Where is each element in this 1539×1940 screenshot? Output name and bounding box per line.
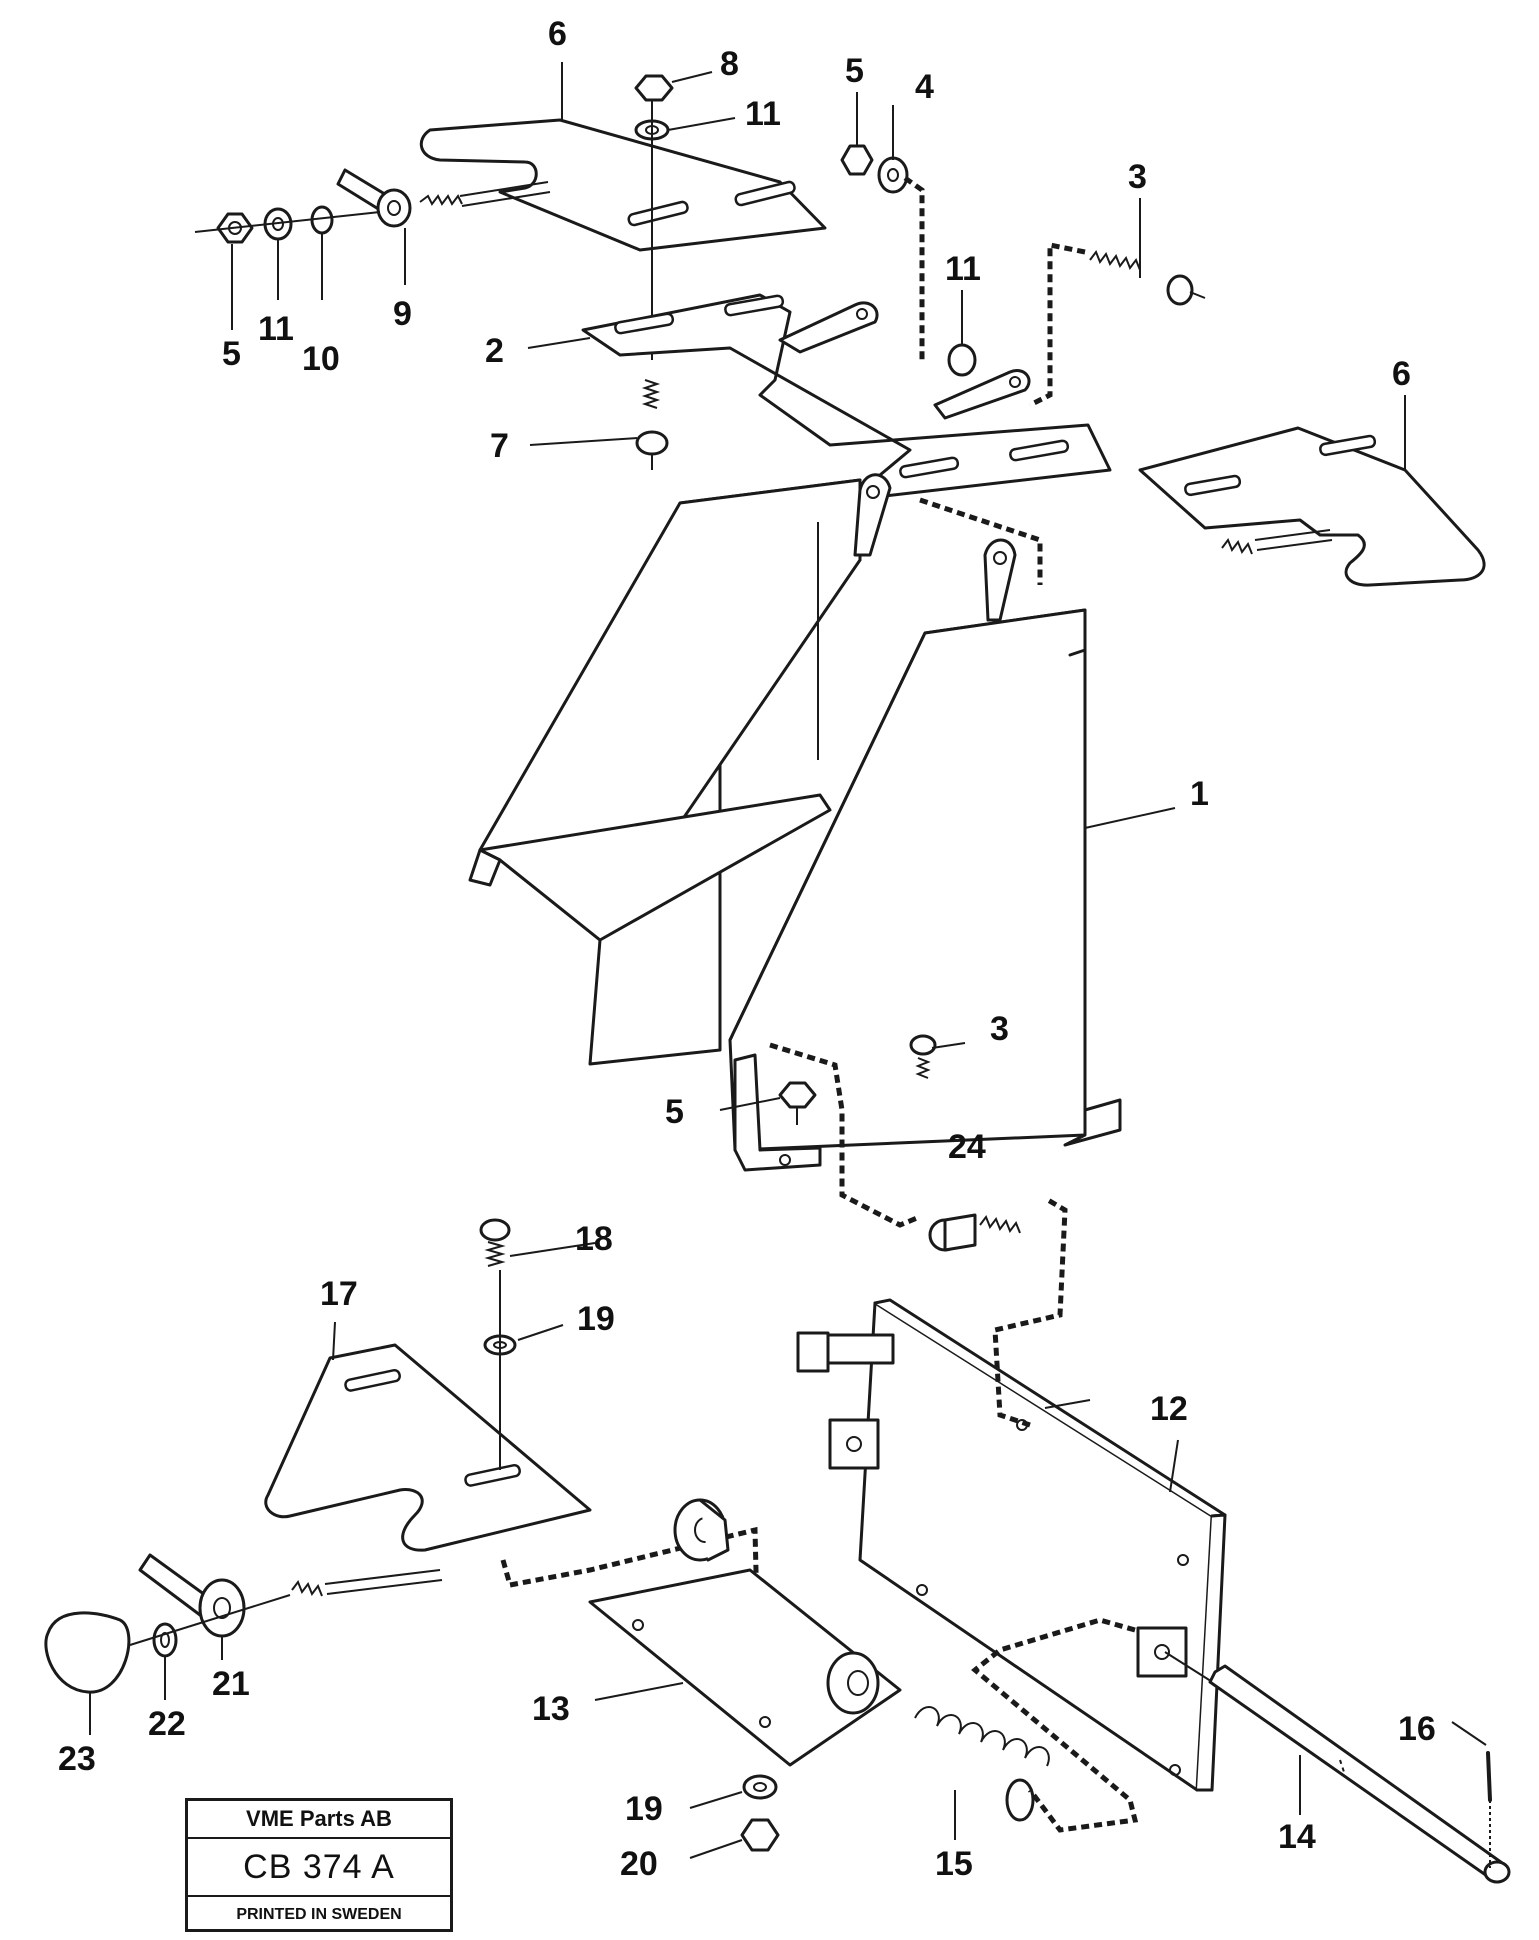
callout-19-top: 19: [577, 1300, 615, 1338]
screw-18-washer-19: [479, 1218, 517, 1470]
callout-11-top: 11: [745, 95, 781, 133]
callout-10: 10: [302, 340, 340, 378]
callout-7: 7: [490, 427, 509, 465]
callout-19-bottom: 19: [625, 1790, 663, 1828]
fasteners-top-right: [840, 144, 977, 377]
callout-6-top: 6: [548, 15, 567, 53]
callout-12: 12: [1150, 1390, 1188, 1428]
callout-11-middle: 11: [945, 250, 981, 288]
plate-13: [588, 1498, 902, 1767]
callout-6-right: 6: [1392, 355, 1411, 393]
screw-7: [635, 379, 669, 470]
bracket-1: [468, 473, 1176, 1228]
fasteners-top-left: [194, 205, 381, 244]
callout-3-top: 3: [1128, 158, 1147, 196]
callout-20: 20: [620, 1845, 658, 1883]
callout-1: 1: [1190, 775, 1209, 813]
callout-11-left: 11: [258, 310, 294, 348]
callout-5-middle: 5: [665, 1093, 684, 1131]
stamp-company: VME Parts AB: [188, 1801, 450, 1839]
screw-24: [928, 1213, 1021, 1252]
plate-2: [581, 293, 1112, 502]
fasteners-bottom: [689, 1774, 780, 1859]
callout-5-top-right: 5: [845, 52, 864, 90]
callout-21: 21: [212, 1665, 250, 1703]
callout-24: 24: [948, 1128, 986, 1166]
stamp-printed: PRINTED IN SWEDEN: [236, 1906, 402, 1923]
screw-3-top: [1028, 241, 1206, 408]
callout-9: 9: [393, 295, 412, 333]
fasteners-middle: [719, 1034, 966, 1125]
callout-2: 2: [485, 332, 504, 370]
leader-lines: [89, 62, 1406, 1735]
spring-pin-9: [336, 168, 551, 228]
vme-parts-stamp: VME Parts AB CB 374 A PRINTED IN SWEDEN: [185, 1798, 453, 1932]
shaft-14-pin-16: [1164, 1651, 1511, 1884]
callout-23: 23: [58, 1740, 96, 1778]
callout-14: 14: [1278, 1818, 1316, 1856]
callout-18: 18: [575, 1220, 613, 1258]
callout-8: 8: [720, 45, 739, 83]
callout-3-middle: 3: [990, 1010, 1009, 1048]
callout-labels: 6 8 11 5 4 3 11 2 6 7 9 5 11 10 1 3 5 24…: [58, 15, 1436, 1883]
stamp-code: CB 374 A: [188, 1839, 450, 1897]
plate-12: [796, 1197, 1227, 1833]
callout-4: 4: [915, 68, 934, 106]
callout-16: 16: [1398, 1710, 1436, 1748]
plate-6-upper-left: [419, 118, 827, 252]
spring-15: [914, 1706, 1050, 1840]
callout-13: 13: [532, 1690, 570, 1728]
callout-5-left: 5: [222, 335, 241, 373]
callout-17: 17: [320, 1275, 358, 1313]
callout-22: 22: [148, 1705, 186, 1743]
callout-15: 15: [935, 1845, 973, 1883]
plate-6-right: [1138, 426, 1486, 587]
